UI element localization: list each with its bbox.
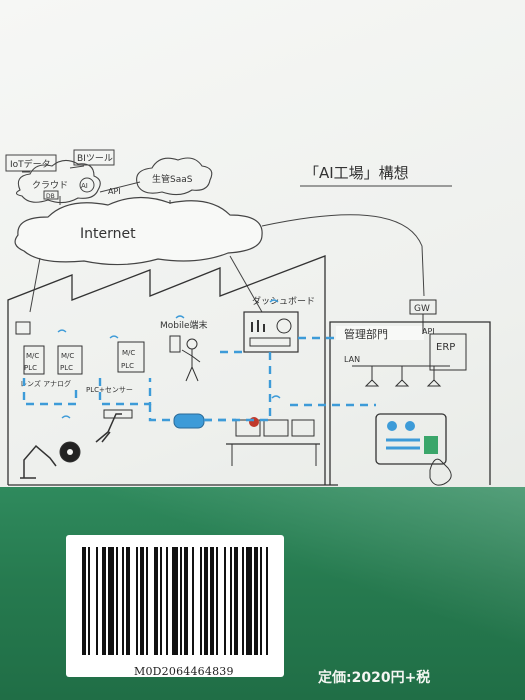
mobile-terminal-label: Mobile端末: [160, 319, 208, 331]
svg-text:PLC: PLC: [60, 364, 73, 372]
barcode-bar: [200, 547, 202, 655]
svg-text:PLC: PLC: [121, 362, 134, 370]
barcode-bar: [242, 547, 244, 655]
bi-tools-box: [73, 149, 115, 166]
barcode-bar: [116, 547, 118, 655]
hand-pointer: [429, 458, 452, 486]
barcode-bar: [254, 547, 258, 655]
svg-text:PLC: PLC: [24, 364, 37, 372]
management-building: [329, 321, 491, 485]
barcode-bar: [210, 547, 214, 655]
operator-station: [226, 417, 320, 466]
svg-text:M/C: M/C: [122, 349, 135, 357]
barcode-bars: [82, 547, 268, 655]
barcode-bar: [136, 547, 138, 655]
dashboard-label: ダッシュボード: [252, 295, 315, 307]
barcode-bar: [234, 547, 238, 655]
barcode-bar: [192, 547, 194, 655]
api-label: API: [108, 187, 121, 196]
iot-data-label: IoTデータ: [10, 158, 51, 170]
barcode-bar: [108, 547, 114, 655]
barcode-bar: [140, 547, 144, 655]
wifi-icons: [57, 299, 281, 419]
barcode-bar: [216, 547, 218, 655]
barcode-bar: [160, 547, 162, 655]
barcode-bar: [126, 547, 130, 655]
barcode-bar: [88, 547, 90, 655]
internet-cloud: [14, 196, 263, 266]
production-saas-label: 生管SaaS: [152, 173, 193, 185]
barcode-bar: [96, 547, 98, 655]
sensor-label: レンズ アナログ: [20, 379, 71, 388]
barcode-bar: [82, 547, 86, 655]
tablet-device: [375, 413, 447, 465]
db-badge: DB: [46, 193, 55, 200]
barcode-bar: [230, 547, 232, 655]
diagram-title: 「AI工場」構想: [304, 164, 409, 182]
erp-label: ERP: [436, 342, 455, 353]
barcode-bar: [146, 547, 148, 655]
barcode-bar: [102, 547, 106, 655]
robot-arm-left: [20, 444, 57, 479]
barcode-bar: [172, 547, 178, 655]
erp-box: [429, 333, 467, 371]
api-label-2: API: [422, 327, 435, 336]
network-dashed-lines: [22, 336, 376, 422]
factory-building: [7, 255, 326, 485]
barcode-bar: [224, 547, 226, 655]
barcode-bar: [204, 547, 208, 655]
cloud-service-shape: [15, 159, 101, 204]
robot-arm-right: [95, 413, 122, 443]
cloud-service-label: クラウド: [32, 180, 68, 191]
management-dept-label: 管理部門: [344, 327, 388, 341]
barcode-bar: [154, 547, 158, 655]
svg-text:M/C: M/C: [26, 352, 39, 360]
gw-label: GW: [414, 304, 430, 314]
svg-text:M/C: M/C: [61, 352, 74, 360]
price-label: 定価:2020円+税: [318, 670, 431, 686]
barcode-bar: [246, 547, 252, 655]
ai-badge: AI: [81, 182, 88, 190]
barcode-bar: [122, 547, 124, 655]
barcode-bar: [266, 547, 268, 655]
internet-label: Internet: [80, 226, 136, 242]
barcode-label: [66, 535, 284, 677]
barcode-bar: [260, 547, 262, 655]
barcode-bar: [184, 547, 188, 655]
bi-tools-label: BIツール: [77, 154, 113, 164]
lan-label: LAN: [344, 355, 360, 364]
plc-sensor-label: PLC+センサー: [86, 386, 133, 394]
machine-group: M/C PLC M/C PLC M/C PLC: [15, 321, 145, 375]
barcode-bar: [180, 547, 182, 655]
production-saas-cloud: [136, 157, 213, 196]
barcode-bar: [166, 547, 168, 655]
barcode-number: M0D2064464839: [134, 665, 234, 678]
